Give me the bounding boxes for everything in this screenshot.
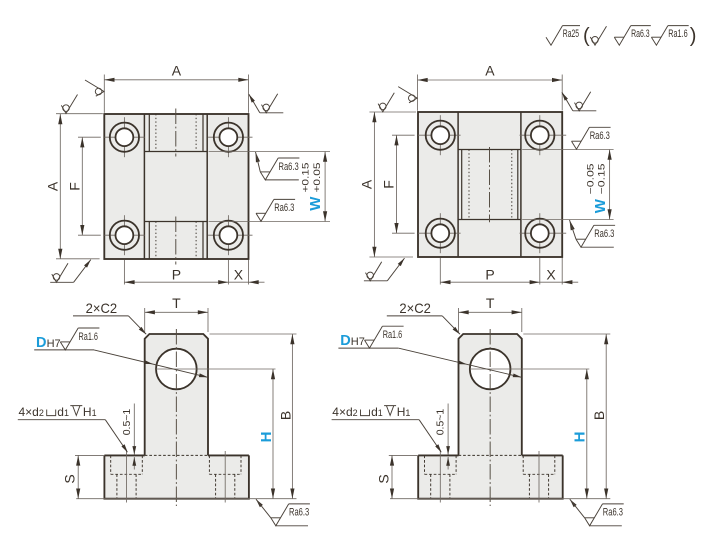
svg-text:Ra6.3: Ra6.3 [603,507,623,519]
svg-text:A: A [172,62,182,78]
svg-text:A: A [358,179,374,189]
svg-text:D: D [340,333,350,349]
svg-text:2×C2: 2×C2 [399,300,431,316]
svg-text:F: F [381,180,397,189]
svg-text:Ra1.6: Ra1.6 [383,329,403,341]
svg-text:+0.05: +0.05 [312,163,323,193]
svg-text:P: P [172,266,181,282]
svg-text:): ) [690,25,697,47]
svg-text:H7: H7 [47,338,61,350]
svg-text:H: H [572,432,589,443]
svg-text:Ra6.3: Ra6.3 [279,161,299,173]
svg-text:Ra6.3: Ra6.3 [594,228,614,240]
svg-text:F: F [66,182,82,191]
svg-text:S: S [375,474,391,483]
svg-text:4×d2: 4×d2 [19,405,44,419]
svg-text:(: ( [583,25,590,47]
svg-text:Ra6.3: Ra6.3 [631,28,650,40]
svg-text:P: P [485,266,494,282]
svg-text:H1: H1 [83,405,97,419]
svg-text:Ra6.3: Ra6.3 [590,130,610,142]
svg-text:X: X [234,266,244,282]
svg-text:d1: d1 [57,405,69,419]
svg-text:Ra6.3: Ra6.3 [289,507,309,519]
svg-text:W: W [592,198,609,213]
svg-text:Ra6.3: Ra6.3 [274,202,294,214]
svg-text:d1: d1 [371,405,383,419]
svg-text:−0.15: −0.15 [597,163,608,194]
svg-text:X: X [546,266,556,282]
svg-text:+0.15: +0.15 [301,163,312,193]
svg-text:W: W [307,196,324,211]
svg-text:Ra1.6: Ra1.6 [668,28,688,40]
svg-text:B: B [591,411,607,420]
svg-text:B: B [277,411,293,420]
svg-text:4×d2: 4×d2 [332,405,357,419]
svg-text:A: A [485,63,495,79]
svg-text:Ra25: Ra25 [563,28,579,40]
svg-text:H1: H1 [397,405,411,419]
svg-text:0.5~1: 0.5~1 [121,409,133,436]
svg-text:H7: H7 [351,336,365,348]
svg-text:2×C2: 2×C2 [86,300,118,316]
svg-text:T: T [172,295,181,311]
svg-text:S: S [62,474,78,483]
svg-text:0.5~1: 0.5~1 [435,409,447,436]
svg-text:Ra1.6: Ra1.6 [79,331,99,343]
svg-text:−0.05: −0.05 [586,163,597,194]
svg-text:H: H [258,432,275,443]
svg-text:T: T [486,295,495,311]
svg-text:D: D [36,335,46,351]
svg-text:A: A [44,181,60,191]
